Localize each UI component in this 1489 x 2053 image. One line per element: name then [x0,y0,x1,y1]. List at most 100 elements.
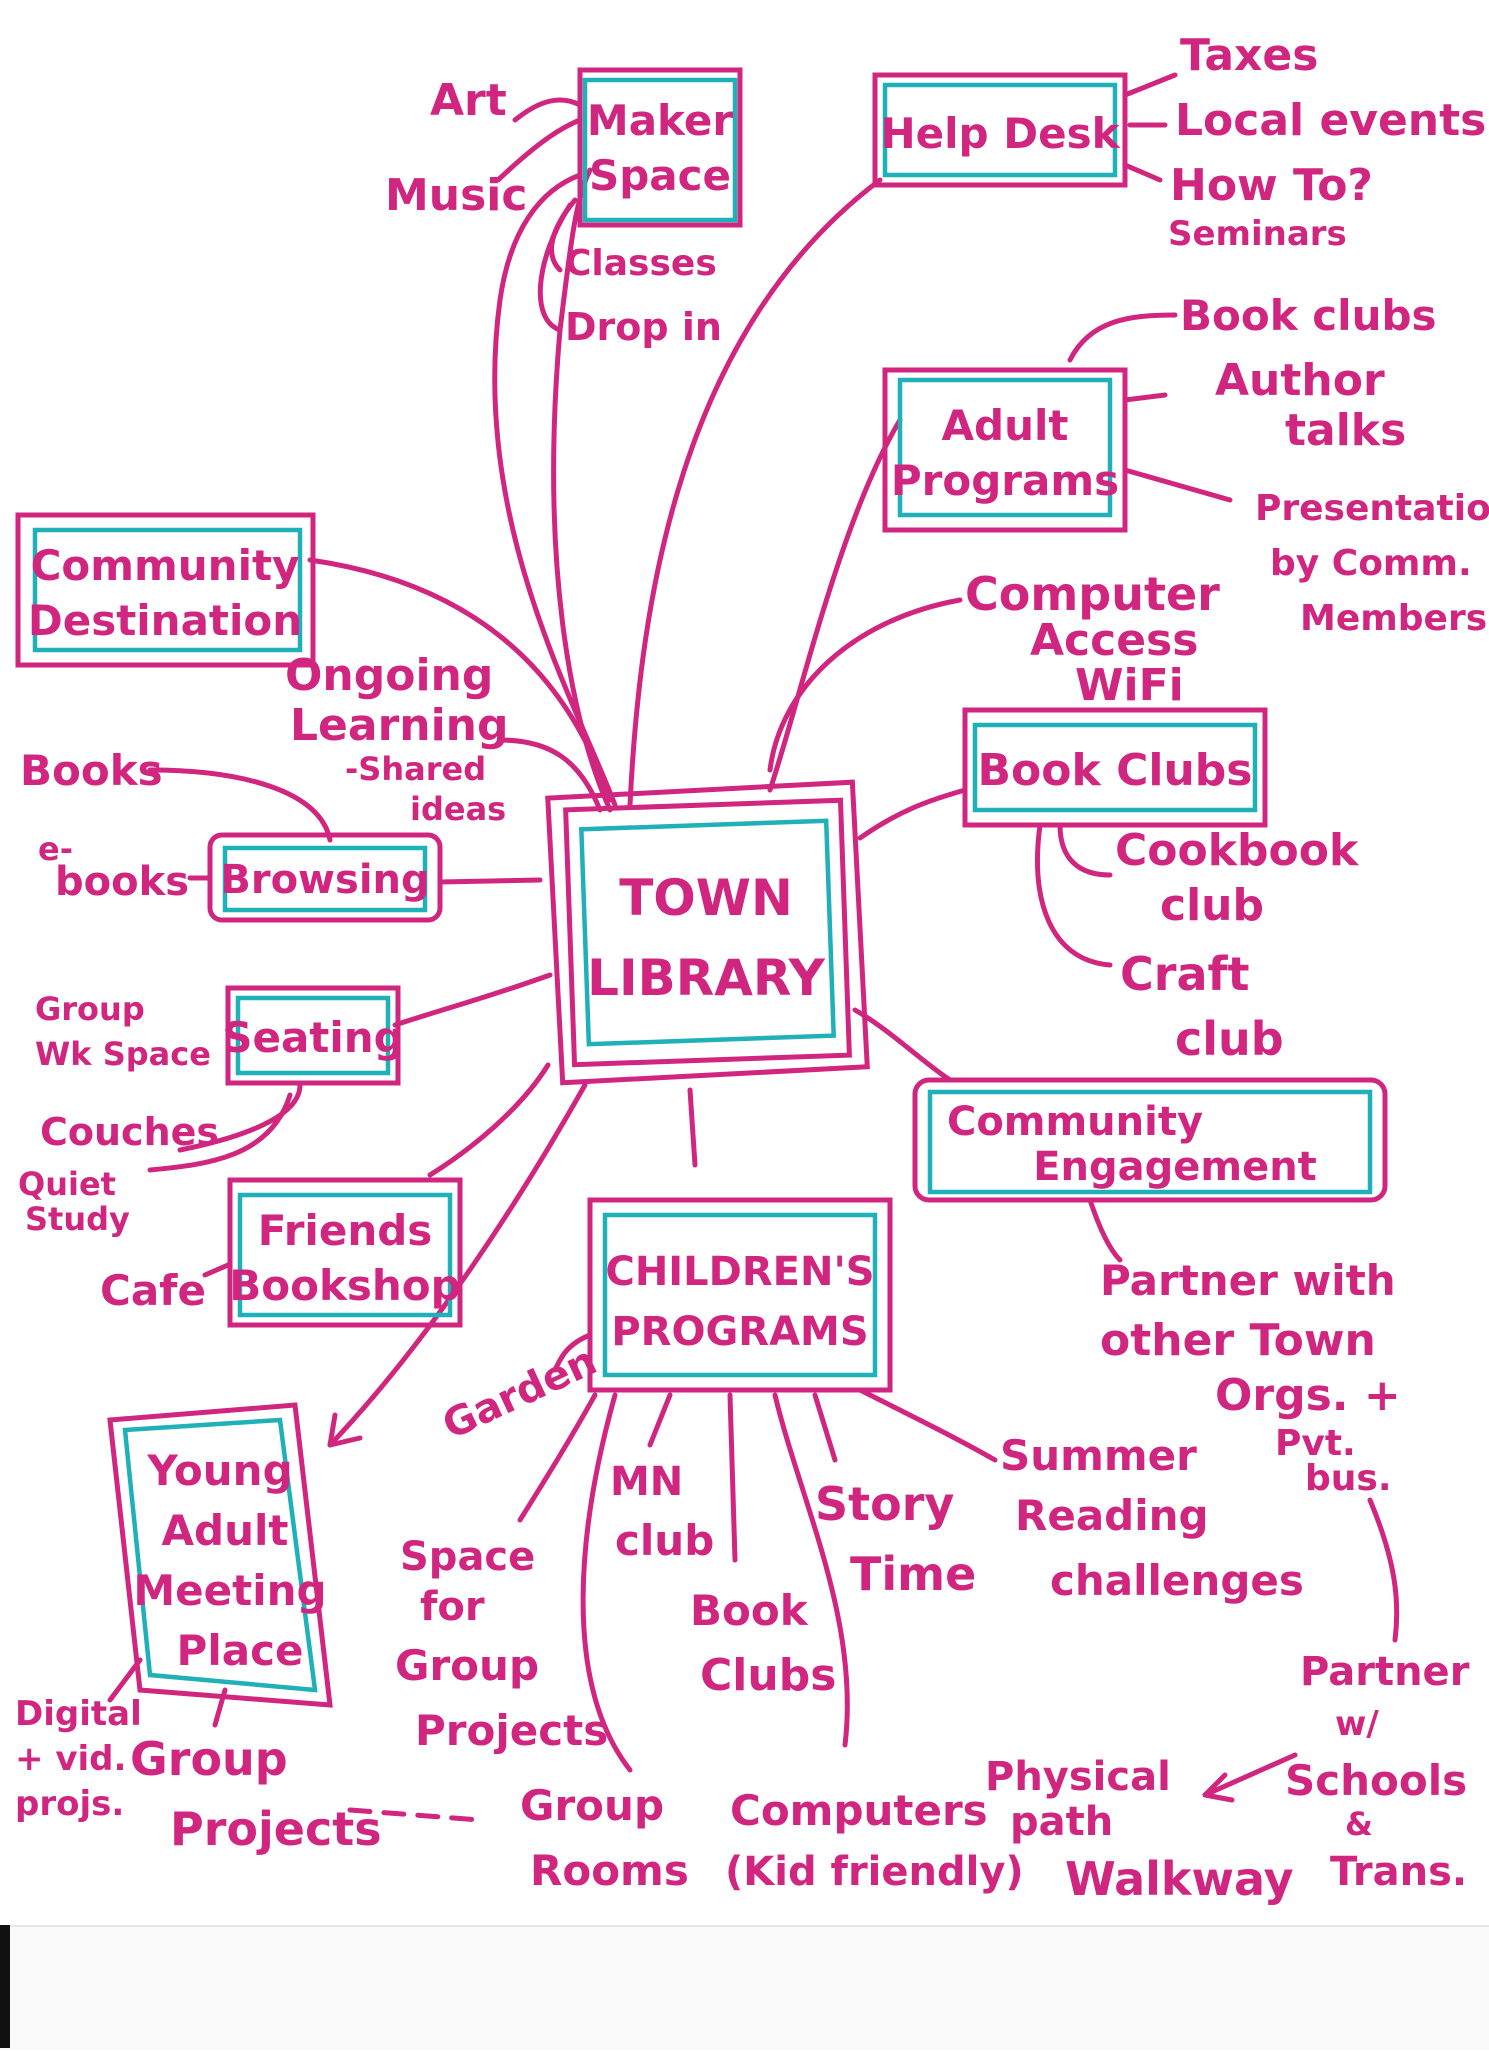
children-space4: Projects [415,1706,608,1755]
line-children-computers [772,1392,850,1748]
connector-lines [307,167,968,1448]
path-line2: path [1010,1799,1113,1845]
youngadult-gp2: Projects [170,1802,382,1856]
line-help-howto [1122,162,1163,183]
line-engagement-partner [1087,1197,1123,1263]
helpdesk-taxes: Taxes [1180,30,1318,81]
community-engagement-node: Community Engagement Partner with other … [912,1077,1401,1499]
line-children-bookclubs [727,1392,738,1563]
children-line1: CHILDREN'S [605,1249,874,1295]
arrow-youngadult [327,1412,363,1448]
line-children-garden [552,1332,593,1373]
children-rooms2: Rooms [530,1846,689,1895]
friends-outer-box [227,1177,463,1328]
destination-line1: Community [31,541,300,590]
children-story1: Story [815,1477,954,1531]
scan-edge [0,1925,10,2048]
line-center-adult [767,417,903,793]
page-bottom-margin [0,1925,1489,2050]
children-line2: PROGRAMS [611,1309,868,1355]
line-center-engagement [852,1007,953,1083]
youngadult-line3: Meeting [133,1566,326,1615]
maker-space-node: Maker Space Art Music Classes Drop in [385,67,743,349]
line-adult-author [1122,392,1168,403]
maker-title2: Space [589,151,731,200]
book-clubs-node: Book Clubs Cookbook club Craft club [962,707,1360,1066]
maker-art: Art [430,75,507,126]
line-friends-cafe [202,1262,231,1278]
learning-node: Ongoing Learning -Shared ideas [285,650,509,828]
line-center-bookclubs [857,787,968,841]
engagement-outer-box [912,1077,1388,1203]
line-children-mn [647,1392,673,1448]
youngadult-line4: Place [177,1626,304,1675]
maker-dropin: Drop in [565,305,722,349]
schools-line5: Trans. [1330,1849,1467,1895]
youngadult-gp1: Group [130,1732,288,1786]
adult-author2: talks [1285,405,1406,456]
youngadult-outer-box [107,1402,333,1708]
adult-author1: Author [1215,355,1385,406]
arrow-schools-path [1202,1772,1235,1803]
friends-inner-box [237,1192,453,1318]
bookclubs-inner-box [972,722,1258,813]
engagement-p2: other Town [1100,1315,1376,1366]
children-bc1: Book [690,1586,809,1635]
line-seating-quiet [147,1092,293,1173]
line-center-computer [767,597,963,773]
bookclubs-title: Book Clubs [978,745,1253,796]
center-line1: TOWN [619,869,793,927]
adult-title2: Programs [891,456,1119,505]
line-bookclubs-craft [1035,822,1113,968]
line-center-children [687,1087,698,1168]
maker-title1: Maker [587,96,733,145]
children-mn2: club [615,1516,714,1565]
youngadult-line2: Adult [162,1506,289,1555]
line-maker-art [512,97,583,123]
line-children-summer [857,1387,998,1463]
line-children-rooms [580,1392,633,1773]
center-inner-box [579,818,837,1047]
friends-bookshop-node: Friends Bookshop Cafe [100,1177,463,1328]
computer-line1: Computer [965,567,1220,621]
line-projects-rooms-dashed [347,1807,483,1823]
town-library-node: TOWN LIBRARY [545,779,870,1086]
schools-line3: Schools [1285,1756,1467,1805]
destination-outer-box [15,512,316,668]
bookclubs-outer-box [962,707,1268,828]
bookclubs-cookbook2: club [1160,880,1264,931]
maker-outer-box [577,67,743,228]
computer-line2: Access [1030,615,1198,666]
engagement-p4: Pvt. [1275,1423,1356,1464]
engagement-line1: Community [947,1099,1203,1145]
computer-access-node: Computer Access WiFi [965,567,1220,711]
line-children-story [812,1392,838,1463]
adult-outer-box [882,367,1128,533]
browsing-node: Browsing Books e- books [20,746,443,923]
helpdesk-title: Help Desk [881,109,1121,158]
help-desk-node: Help Desk Taxes Local events How To? Sem… [872,30,1486,254]
children-comp2: (Kid friendly) [725,1849,1024,1895]
line-center-friends [427,1062,551,1178]
line-schools-path [1202,1752,1298,1798]
children-comp1: Computers [730,1786,988,1835]
browsing-ebooks1: e- [38,830,73,868]
learning-line4: ideas [410,790,506,828]
bookclubs-cookbook1: Cookbook [1115,825,1360,876]
bookclubs-craft2: club [1175,1012,1284,1066]
helpdesk-inner-box [882,82,1118,178]
line-children-space [517,1392,598,1523]
browsing-ebooks2: books [55,859,189,905]
children-space3: Group [395,1641,539,1690]
friends-line1: Friends [258,1206,433,1255]
youngadult-inner-box [122,1417,318,1693]
children-bc2: Clubs [700,1650,836,1701]
helpdesk-seminars: Seminars [1168,214,1347,254]
engagement-p5: bus. [1305,1458,1392,1499]
seating-title: Seating [222,1013,404,1062]
seating-group2: Wk Space [35,1035,211,1073]
maker-inner-box [582,77,738,223]
learning-line2: Learning [290,700,509,751]
line-engagement-schools [1367,1497,1400,1643]
